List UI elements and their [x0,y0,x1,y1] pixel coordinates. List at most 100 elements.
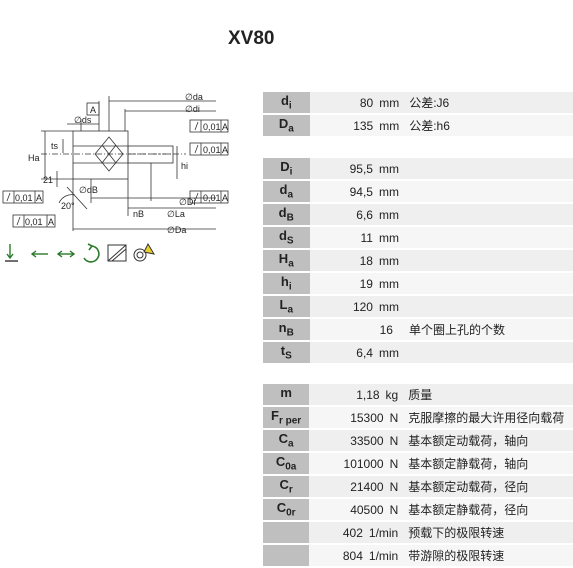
value-unit: mm [378,299,399,314]
value-number: 804 [342,548,363,563]
parameter-description [402,272,573,296]
parameter-value: 402 1/min [309,521,403,545]
parameter-value: 804 1/min [309,544,403,568]
tol-value-1: 0,01 [203,122,221,132]
value-number: 120 [352,299,373,314]
value-number: 33500 [350,433,384,448]
symbol-letter: C [275,454,286,470]
parameter-value: 6,4 mm [309,341,403,365]
value-unit: mm [378,161,399,176]
symbol-subscript: 0a [285,461,297,473]
label-La: ∅La [167,209,185,219]
parameter-symbol: Da [263,114,310,138]
parameter-symbol [263,544,310,568]
radial-load-icon [5,244,18,262]
symbol-letter: d [279,182,288,198]
label-A: A [90,105,96,115]
symbol-subscript: S [286,235,294,247]
axial-load-icon [30,250,48,258]
tol-datum-4: A [36,193,42,203]
value-unit: N [389,456,399,471]
value-unit: mm [378,207,399,222]
label-di: ∅di [185,104,200,114]
value-number: 40500 [350,502,384,517]
value-number: 101000 [343,456,384,471]
symbol-subscript: r [288,484,293,496]
symbol-subscript: B [286,327,294,339]
value-unit: mm [378,184,399,199]
parameter-value: 1,18 kg [309,384,403,407]
symbol-subscript: S [285,350,292,362]
value-unit: N [389,410,399,425]
symbol-letter: L [279,297,288,313]
tol-value-2: 0,01 [203,145,221,155]
tol-datum-3: A [222,193,228,203]
value-unit: 1/min [368,525,399,540]
parameter-value: 94,5 mm [309,180,403,204]
bidirectional-axial-load-icon [56,250,76,258]
symbol-subscript: r per [278,415,302,427]
parameter-description: 基本额定静载荷，轴向 [402,452,573,476]
crossed-rollers-icon [107,244,127,262]
value-unit: kg [385,387,399,402]
parameter-description: 单个圈上孔的个数 [402,318,573,342]
value-number: 94,5 [349,184,373,199]
tol-value-4: 0,01 [15,193,33,203]
parameter-description [402,249,573,273]
parameter-description: 基本额定动载荷，轴向 [402,429,573,453]
label-21: 21 [43,175,53,185]
label-ds: ∅ds [74,115,92,125]
table-row: da 94,5 mm [263,180,573,204]
value-unit: mm [379,118,400,133]
symbol-letter: H [278,251,289,267]
value-number: 1,18 [356,387,380,402]
value-unit: mm [379,95,400,110]
symbol-subscript: a [288,258,294,270]
value-unit: mm [378,345,399,360]
symbol-letter: n [278,320,287,336]
parameter-symbol: Ha [263,249,310,273]
value-unit: mm [378,276,399,291]
tol-datum-2: A [222,145,228,155]
symbol-letter: D [278,116,289,132]
symbol-letter: m [280,385,292,401]
parameter-description: 公差:h6 [403,114,573,138]
parameter-description: 公差:J6 [403,92,573,115]
value-number: 6,4 [356,345,373,360]
parameter-symbol: da [263,180,310,204]
value-number: 402 [342,525,363,540]
value-number: 6,6 [356,207,373,222]
parameter-symbol: tS [263,341,310,365]
symbol-subscript: i [288,281,292,293]
symbol-subscript: i [288,100,292,112]
value-number: 21400 [350,479,384,494]
parameter-value: 16 [309,318,403,342]
symbol-subscript: i [289,166,293,178]
tol-datum-1: A [222,122,228,132]
parameter-description: 基本额定静载荷，径向 [402,498,573,522]
value-unit: 1/min [368,548,399,563]
product-title: XV80 [228,28,275,49]
parameter-value: 120 mm [309,295,403,319]
symbol-subscript: 0r [286,507,296,519]
load-icons-row [5,242,156,263]
label-hi: hi [181,161,188,171]
symbol-letter: d [278,228,287,244]
label-ts: ts [51,141,59,151]
symbol-subscript: a [288,123,294,135]
parameter-description [402,158,573,181]
parameter-symbol [263,521,310,545]
